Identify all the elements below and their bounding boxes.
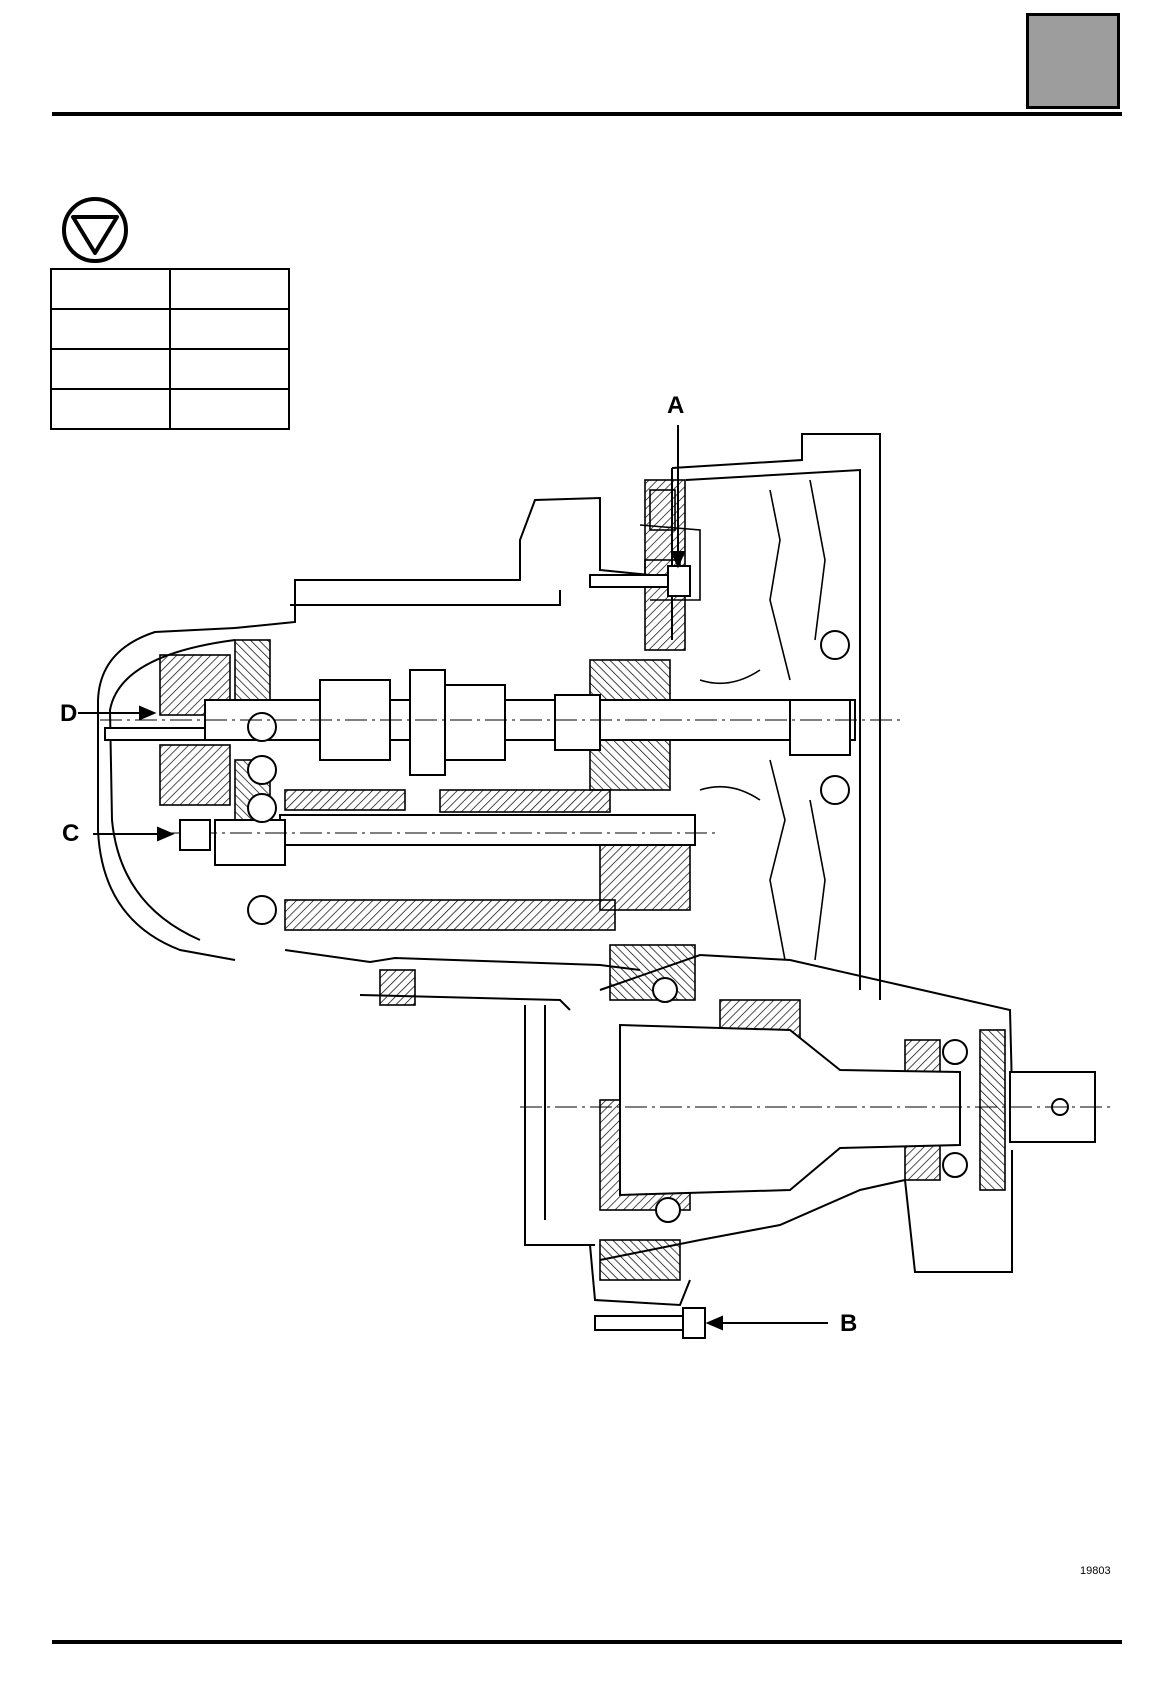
table-cell (169, 308, 290, 350)
hatched-parts (159, 479, 1006, 1281)
housing-outline (97, 433, 1013, 1307)
table-cell (169, 388, 290, 430)
table-cell (50, 388, 171, 430)
table-cell (50, 348, 171, 390)
tightening-torque-icon (62, 197, 128, 263)
callout-b: B (840, 1310, 858, 1337)
centre-lines (100, 719, 1110, 1108)
callout-a: A (667, 392, 685, 419)
table-row (50, 268, 290, 310)
callout-arrows (78, 425, 828, 1331)
table-row (50, 348, 290, 390)
table-row (50, 308, 290, 350)
torque-table (50, 268, 290, 430)
footer-rule (52, 1640, 1122, 1644)
header-rule (52, 112, 1122, 116)
table-cell (50, 268, 171, 310)
table-row (50, 388, 290, 430)
section-marker-box (1026, 13, 1120, 109)
callout-c: C (62, 820, 80, 847)
table-cell (169, 268, 290, 310)
table-cell (50, 308, 171, 350)
table-cell (169, 348, 290, 390)
clutch-assembly (639, 479, 826, 961)
bolts (104, 565, 706, 1339)
callout-d: D (60, 700, 78, 727)
reference-number: 19803 (1080, 1565, 1111, 1577)
